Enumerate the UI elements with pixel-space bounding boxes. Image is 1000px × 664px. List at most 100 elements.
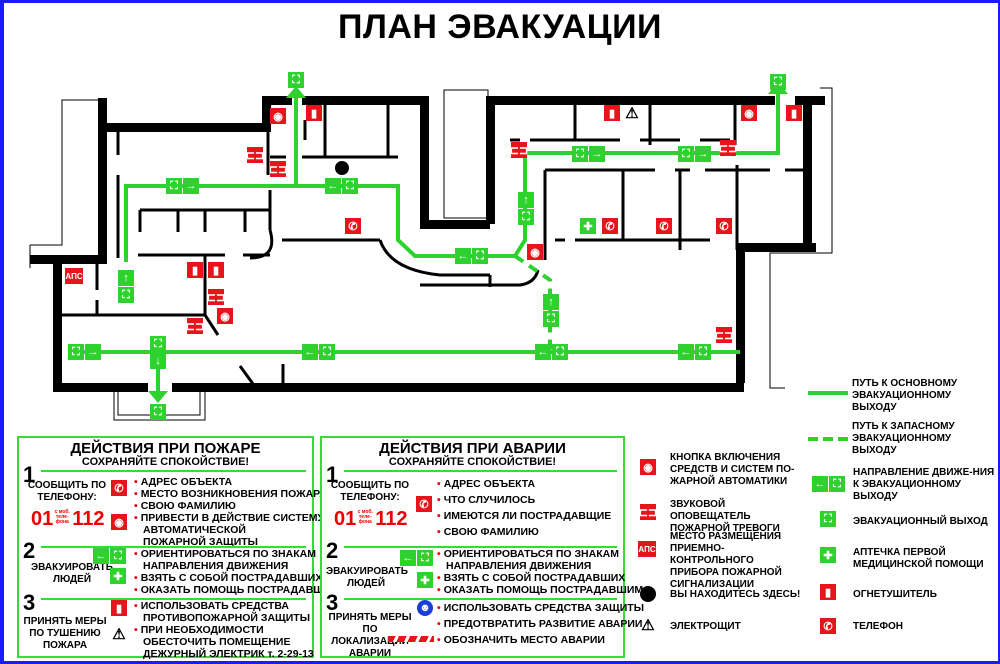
- exit-arrow-south: [148, 391, 168, 403]
- legend-main-route: ПУТЬ К ОСНОВНОМУ ЭВАКУАЦИОННОМУ ВЫХОДУ: [852, 378, 958, 413]
- electric-panel-icon: ⚠: [112, 626, 126, 643]
- list-item: •ПРИВЕСТИ В ДЕЙСТВИЕ СИСТЕМУ: [134, 512, 325, 524]
- extinguisher-icon: ▮: [820, 584, 836, 600]
- list-item-cont: ДЕЖУРНЫЙ ЭЛЕКТРИК т. 2-29-13: [143, 648, 314, 660]
- electric-panel-icon: ⚠: [641, 617, 655, 634]
- list-item: •ИСПОЛЬЗОВАТЬ СРЕДСТВА: [134, 600, 289, 612]
- arrow-left-icon: ←: [302, 344, 318, 360]
- arrow-up-icon: ↑: [518, 192, 534, 208]
- spare-route-swatch: [808, 437, 848, 441]
- emergency-exit-icon: ⛶: [288, 72, 304, 88]
- list-item: •ВЗЯТЬ С СОБОЙ ПОСТРАДАВШИХ: [134, 572, 323, 584]
- electric-panel-icon: ⚠: [625, 105, 639, 122]
- arrow-right-icon: →: [695, 146, 711, 162]
- you-are-here-marker: [335, 161, 349, 175]
- siren-icon: ⊏⊐: [269, 161, 287, 177]
- list-item: •ВЗЯТЬ С СОБОЙ ПОСТРАДАВШИХ: [437, 572, 626, 584]
- list-item-cont: НАПРАВЛЕНИЯ ДВИЖЕНИЯ: [143, 560, 289, 572]
- main-route-swatch: [808, 391, 848, 395]
- list-item-cont: ОБЕСТОЧИТЬ ПОМЕЩЕНИЕ: [143, 636, 291, 648]
- first-aid-icon: ✚: [580, 218, 596, 234]
- extinguisher-icon: ▮: [786, 105, 802, 121]
- phone-icon: ✆: [345, 218, 361, 234]
- arrow-left-icon: ←: [678, 344, 694, 360]
- arrow-left-icon: ←: [325, 178, 341, 194]
- exit-sign-icon: ⛶: [319, 344, 335, 360]
- walls-thick: [30, 96, 825, 392]
- phone-icon: ✆: [716, 218, 732, 234]
- exit-sign-icon: ⛶: [572, 146, 588, 162]
- phone-icon: ✆: [111, 480, 127, 496]
- list-item: •ОРИЕНТИРОВАТЬСЯ ПО ЗНАКАМ: [134, 548, 316, 560]
- list-item: •ОКАЗАТЬ ПОМОЩЬ ПОСТРАДАВШИМ: [437, 584, 644, 596]
- exit-sign-icon: ⛶: [543, 311, 559, 327]
- arrow-left-icon: ←: [535, 344, 551, 360]
- phone-icon: ✆: [602, 218, 618, 234]
- arrow-right-icon: →: [85, 344, 101, 360]
- exit-sign-icon: ⛶: [552, 344, 568, 360]
- list-item-cont: ПОЖАРНОЙ ЗАЩИТЫ: [143, 536, 258, 548]
- list-item: •ЧТО СЛУЧИЛОСЬ: [437, 494, 536, 506]
- fire-alarm-button-icon: ◉: [527, 244, 543, 260]
- spare-route: [513, 254, 552, 352]
- exit-sign-icon: ⛶: [150, 336, 166, 352]
- list-item-cont: ПРОТИВОПОЖАРНОЙ ЗАЩИТЫ: [143, 612, 310, 624]
- fire-actions-panel: ДЕЙСТВИЯ ПРИ ПОЖАРЕ СОХРАНЯЙТЕ СПОКОЙСТВ…: [17, 436, 340, 660]
- exit-arrow-north-left: [286, 86, 306, 98]
- hazard-tape-icon: [388, 636, 434, 642]
- floor-plan: [29, 82, 833, 421]
- phone-icon: ✆: [656, 218, 672, 234]
- list-item: •ИМЕЮТСЯ ЛИ ПОСТРАДАВЩИЕ: [437, 510, 612, 522]
- protective-mask-icon: ☻: [417, 600, 433, 616]
- list-item: •ИСПОЛЬЗОВАТЬ СРЕДСТВА ЗАЩИТЫ: [437, 602, 644, 614]
- accident-actions-panel: ДЕЙСТВИЯ ПРИ АВАРИИ СОХРАНЯЙТЕ СПОКОЙСТВ…: [320, 436, 644, 659]
- aps-panel-icon: АПС: [65, 268, 83, 284]
- list-item: •ПРИ НЕОБХОДИМОСТИ: [134, 624, 264, 636]
- accident-panel-heading: ДЕЙСТВИЯ ПРИ АВАРИИ: [379, 440, 566, 457]
- list-item: •ОРИЕНТИРОВАТЬСЯ ПО ЗНАКАМ: [437, 548, 619, 560]
- emergency-exit-icon: ⛶: [820, 511, 836, 527]
- siren-icon: ⊏⊐: [510, 142, 528, 158]
- exit-sign-icon: ⛶: [695, 344, 711, 360]
- exit-sign-icon: ⛶: [118, 287, 134, 303]
- exit-sign-icon: ⛶: [166, 178, 182, 194]
- extinguisher-icon: ▮: [187, 262, 203, 278]
- exit-sign-icon: ⛶: [68, 344, 84, 360]
- you-are-here-icon: [640, 586, 656, 602]
- phone-icon: ✆: [820, 618, 836, 634]
- emergency-exit-icon: ⛶: [150, 404, 166, 420]
- extinguisher-icon: ▮: [604, 105, 620, 121]
- fire-alarm-button-icon: ◉: [640, 459, 656, 475]
- fire-alarm-button-icon: ◉: [111, 514, 127, 530]
- siren-icon: ⊏⊐: [186, 318, 204, 334]
- list-item: •АДРЕС ОБЪЕКТА: [134, 476, 233, 488]
- list-item-cont: АВТОМАТИЧЕСКОЙ: [143, 524, 246, 536]
- siren-icon: ⊏⊐: [719, 140, 737, 156]
- siren-icon: ⊏⊐: [207, 289, 225, 305]
- first-aid-icon: ✚: [417, 572, 433, 588]
- exit-sign-icon: ⛶: [342, 178, 358, 194]
- phone-icon: ✆: [416, 496, 432, 512]
- arrow-left-icon: ←: [93, 548, 109, 564]
- siren-icon: ⊏⊐: [246, 147, 264, 163]
- fire-panel-heading: ДЕЙСТВИЯ ПРИ ПОЖАРЕ: [70, 440, 261, 457]
- fire-alarm-button-icon: ◉: [270, 108, 286, 124]
- arrow-up-icon: ↑: [543, 294, 559, 310]
- list-item: •МЕСТО ВОЗНИКНОВЕНИЯ ПОЖАРА: [134, 488, 327, 500]
- siren-icon: ⊏⊐: [639, 504, 657, 520]
- arrow-right-icon: →: [183, 178, 199, 194]
- exit-sign-icon: ⛶: [417, 550, 433, 566]
- exit-sign-icon: ⛶: [472, 248, 488, 264]
- first-aid-icon: ✚: [820, 547, 836, 563]
- arrow-left-icon: ←: [455, 248, 471, 264]
- fire-alarm-button-icon: ◉: [217, 308, 233, 324]
- arrow-left-icon: ←: [400, 550, 416, 566]
- list-item: •СВОЮ ФАМИЛИЮ: [437, 526, 539, 538]
- walls-thin: [62, 105, 803, 389]
- list-item-cont: НАПРАВЛЕНИЯ ДВИЖЕНИЯ: [446, 560, 592, 572]
- fire-panel-subheading: СОХРАНЯЙТЕ СПОКОЙСТВИЕ!: [81, 456, 250, 468]
- list-item: •ОКАЗАТЬ ПОМОЩЬ ПОСТРАДАВШИМ: [134, 584, 341, 596]
